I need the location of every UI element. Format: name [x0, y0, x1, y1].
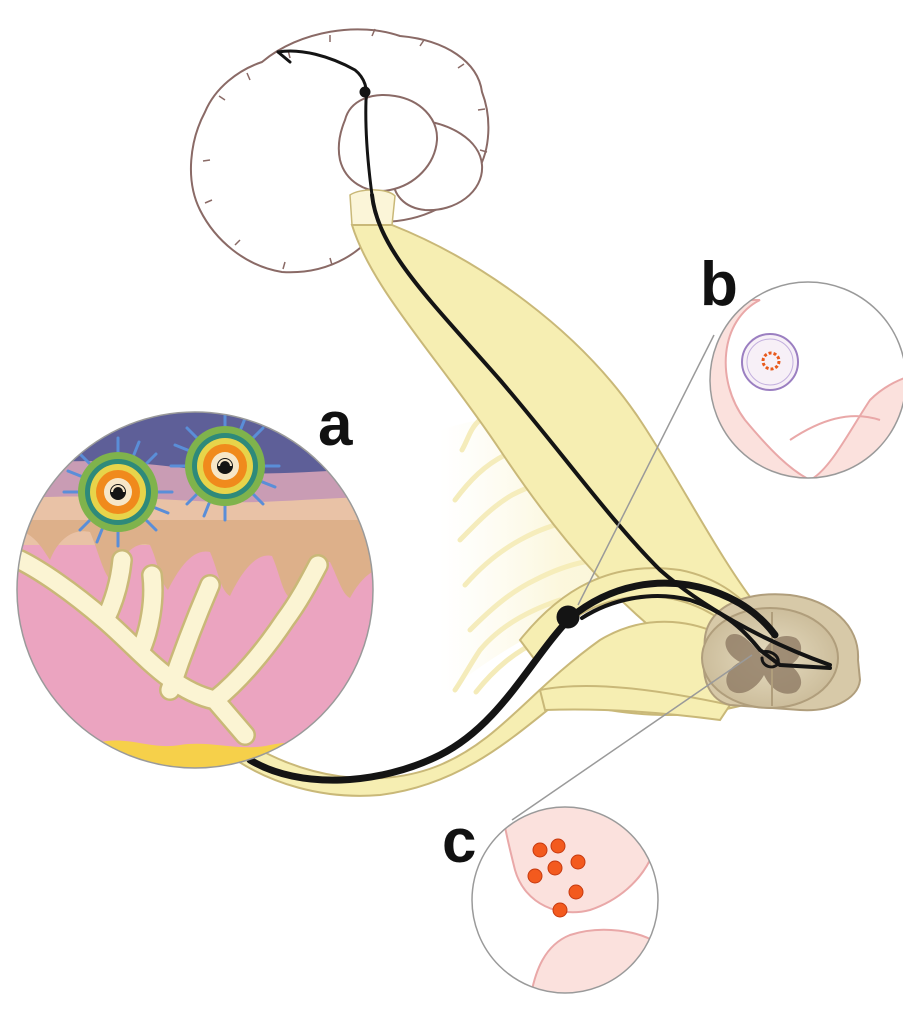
- dorsal-root-ganglion-cell: [557, 606, 579, 628]
- skin-detail-circle: [0, 400, 400, 800]
- label-c: c: [442, 807, 476, 876]
- spinal-cord-segment: [702, 594, 860, 710]
- brain: [191, 29, 488, 272]
- presynaptic-terminal: [500, 800, 690, 912]
- herpes-virion-icon: [171, 412, 279, 520]
- label-a: a: [318, 390, 353, 459]
- label-b: b: [700, 250, 738, 319]
- synapse-detail-circle: [472, 800, 690, 1000]
- synapse-node-brain: [360, 87, 370, 97]
- neuron-nucleus: [742, 334, 798, 390]
